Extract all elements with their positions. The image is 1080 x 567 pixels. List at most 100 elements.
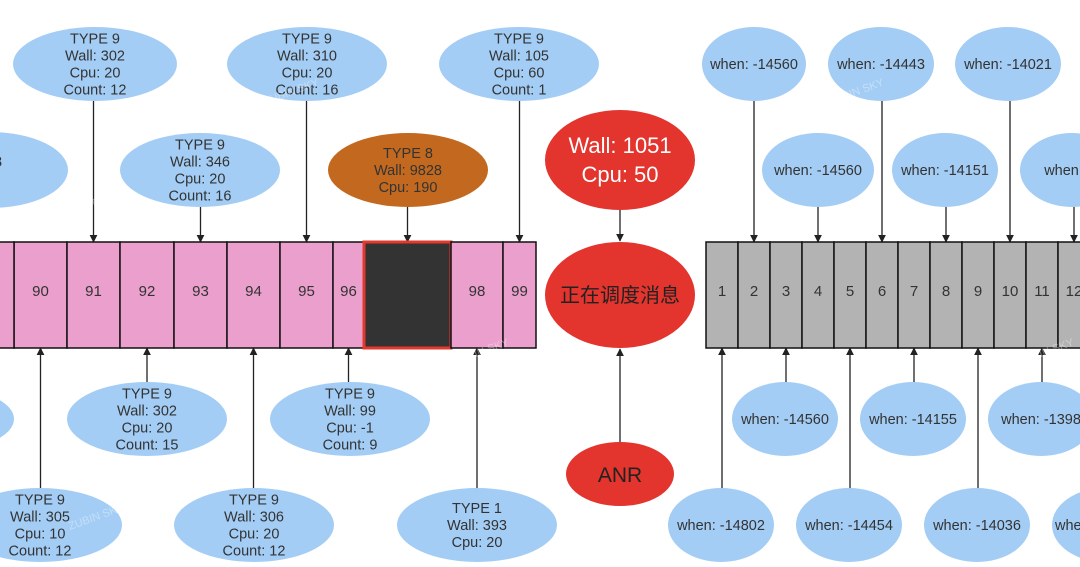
- history-bottom-msg-0-line-2: Cpu: 10: [15, 527, 66, 543]
- pending-cell-7: [897, 241, 931, 349]
- connector-arrows: [36, 101, 1078, 488]
- dispatching-status-bubble: [545, 242, 695, 348]
- pending-top-msg-0-text: when: -14560: [709, 57, 798, 73]
- history-top-msg-5-line-3: Count: 1: [492, 83, 547, 99]
- history-cell-label-93: 93: [192, 283, 209, 300]
- pending-cell-label-12: 12: [1066, 283, 1080, 300]
- pending-cell-8: [929, 241, 963, 349]
- history-bottom-msg-0-line-3: Count: 12: [9, 544, 72, 560]
- history-bottom-msg-4-line-2: Cpu: 20: [452, 535, 503, 551]
- history-top-msg-2-line-0: TYPE 9: [175, 138, 225, 154]
- history-bottom-msg-2-line-0: TYPE 9: [229, 493, 279, 509]
- pending-cell-label-4: 4: [814, 283, 822, 300]
- pending-top-msg-4-text: when: -14021: [963, 57, 1052, 73]
- pending-bottom-msg-1-bubble: [732, 382, 838, 456]
- anr-bubble: [566, 442, 674, 506]
- history-bottom-msg-4-line-1: Wall: 393: [447, 518, 507, 534]
- pending-top-msg-3-text: when: -14151: [900, 163, 989, 179]
- history-cell-label-99: 99: [511, 283, 528, 300]
- pending-bottom-msg-4-text: when: -14036: [932, 518, 1021, 534]
- pending-cell-4: [801, 241, 835, 349]
- history-top-msg-3-line-2: Cpu: 20: [282, 66, 333, 82]
- pending-cell-6: [865, 241, 899, 349]
- pending-top-msg-5-bubble: [1020, 133, 1080, 207]
- history-bottom-msg-3-line-2: Cpu: -1: [326, 421, 374, 437]
- current-message-wall: Wall: 1051: [568, 133, 671, 158]
- history-top-msg-0-line-1: 303: [0, 155, 2, 171]
- pending-top-msg-1-bubble: [762, 133, 874, 207]
- history-bottom-msg-3-line-1: Wall: 99: [324, 404, 376, 420]
- history-bottom-msg-3-line-0: TYPE 9: [325, 387, 375, 403]
- history-cell-95: [279, 241, 334, 349]
- pending-bottom-msg-5-text: when: -1398: [1000, 412, 1080, 428]
- pending-bottom-msg-5-bubble: [988, 382, 1080, 456]
- pending-top-msg-1-text: when: -14560: [773, 163, 862, 179]
- pending-top-msg-4-bubble: [955, 27, 1061, 101]
- pending-top-msg-2-text: when: -14443: [836, 57, 925, 73]
- history-top-msg-5-line-0: TYPE 9: [494, 32, 544, 48]
- history-bottom-partial-bubble: [0, 400, 14, 438]
- history-bottom-msg-0-line-1: Wall: 305: [10, 510, 70, 526]
- history-bottom-msg-2-line-2: Cpu: 20: [229, 527, 280, 543]
- pending-bottom-msg-6-bubble: [1052, 492, 1080, 558]
- history-top-msg-4-line-2: Cpu: 190: [379, 180, 438, 196]
- history-top-msg-1-line-3: Count: 12: [64, 83, 127, 99]
- history-top-msg-1-line-1: Wall: 302: [65, 49, 125, 65]
- pending-bottom-msg-6-text: whe: [1054, 518, 1080, 534]
- history-bottom-msg-0-line-0: TYPE 9: [15, 493, 65, 509]
- pending-top-msg-5-text: when: -1: [1043, 163, 1080, 179]
- history-top-msg-5-line-2: Cpu: 60: [494, 66, 545, 82]
- pending-bottom-msg-0-text: when: -14802: [676, 518, 765, 534]
- history-bottom-msg-1-line-1: Wall: 302: [117, 404, 177, 420]
- history-cell-label-97: 97: [399, 283, 416, 300]
- history-cell-label-96: 96: [340, 283, 357, 300]
- current-message-cpu: Cpu: 50: [581, 162, 658, 187]
- anr-label: ANR: [598, 464, 642, 487]
- pending-cell-label-8: 8: [942, 283, 950, 300]
- pending-cell-label-2: 2: [750, 283, 758, 300]
- history-top-msg-4-bubble: [328, 133, 488, 207]
- history-cell-label-91: 91: [85, 283, 102, 300]
- pending-cell-2: [737, 241, 771, 349]
- history-top-msg-2-bubble: [120, 133, 280, 207]
- history-cell-90: [13, 241, 68, 349]
- history-top-msg-5-line-1: Wall: 105: [489, 49, 549, 65]
- history-top-msg-1-bubble: [13, 27, 177, 101]
- history-bottom-msg-1-bubble: [67, 382, 227, 456]
- history-top-msg-4-line-1: Wall: 9828: [374, 163, 442, 179]
- history-cell-label-92: 92: [139, 283, 156, 300]
- pending-cell-1: [705, 241, 739, 349]
- pending-cell-9: [961, 241, 995, 349]
- pending-bottom-msg-0-bubble: [668, 488, 774, 562]
- history-bottom-msg-0-bubble: [0, 488, 122, 562]
- pending-top-msg-3-bubble: [892, 133, 998, 207]
- pending-top-msg-2-bubble: [828, 27, 934, 101]
- history-cell-91: [66, 241, 121, 349]
- pending-cell-12: [1057, 241, 1080, 349]
- history-cell-93: [173, 241, 228, 349]
- pending-cell-3: [769, 241, 803, 349]
- pending-cell-label-10: 10: [1002, 283, 1019, 300]
- history-bottom-msg-3-bubble: [270, 382, 430, 456]
- history-cell-label-95: 95: [298, 283, 315, 300]
- history-top-msg-3-line-0: TYPE 9: [282, 32, 332, 48]
- history-bottom-msg-1-line-2: Cpu: 20: [122, 421, 173, 437]
- history-cell-label-98: 98: [469, 283, 486, 300]
- history-top-msg-0-bubble: [0, 132, 68, 208]
- history-cell-99: [502, 241, 537, 349]
- history-cell-98: [450, 241, 504, 349]
- pending-cell-label-7: 7: [910, 283, 918, 300]
- pending-bottom-msg-1-text: when: -14560: [740, 412, 829, 428]
- current-message-bubble: [545, 110, 695, 210]
- watermark-3: ZUBIN SKY: [697, 186, 756, 217]
- history-bottom-msg-4-line-0: TYPE 1: [452, 501, 502, 517]
- pending-top-msg-0-bubble: [702, 27, 806, 101]
- history-top-msg-3-bubble: [227, 27, 387, 101]
- history-cell-label-94: 94: [245, 283, 262, 300]
- pending-cell-5: [833, 241, 867, 349]
- history-cell-92: [119, 241, 175, 349]
